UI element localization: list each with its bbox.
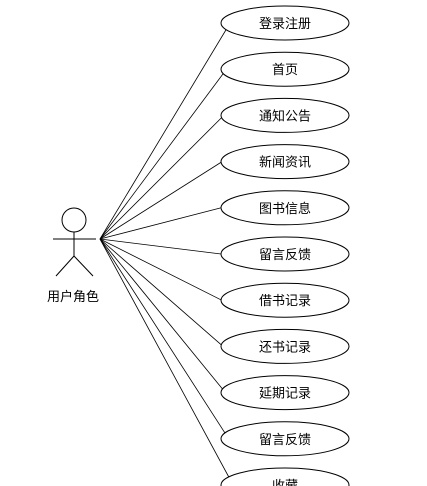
use-case-ellipse (220, 5, 350, 41)
use-case-ellipse (220, 190, 350, 226)
use-case-ellipse (220, 375, 350, 411)
use-case-label: 新闻资讯 (259, 155, 311, 171)
association-line (99, 161, 223, 240)
association-line (99, 115, 225, 240)
use-case: 借书记录 (220, 282, 350, 318)
association-line (99, 238, 222, 301)
use-case-label: 借书记录 (259, 294, 311, 309)
association-line (99, 238, 224, 347)
use-case: 还书记录 (220, 328, 350, 364)
actor-head (61, 207, 87, 233)
use-case-ellipse (220, 97, 350, 133)
use-case-label: 还书记录 (259, 340, 311, 355)
use-case-label: 留言反馈 (259, 433, 311, 448)
use-case: 图书信息 (220, 190, 350, 226)
use-cases: 登录注册首页通知公告新闻资讯图书信息留言反馈借书记录还书记录延期记录留言反馈收藏 (220, 5, 350, 486)
association-line (99, 22, 231, 240)
use-case: 留言反馈 (220, 236, 350, 272)
use-case-label: 首页 (272, 63, 298, 78)
use-case: 通知公告 (220, 97, 350, 133)
use-case-ellipse (220, 421, 350, 457)
use-case-ellipse (220, 282, 350, 318)
use-case-ellipse (220, 467, 350, 486)
use-case-label: 通知公告 (259, 108, 311, 124)
use-case-label: 收藏 (272, 479, 298, 486)
use-case: 新闻资讯 (220, 144, 350, 180)
association-line (99, 238, 226, 393)
associations (99, 22, 234, 486)
use-case-label: 登录注册 (259, 17, 311, 32)
use-case-ellipse (220, 51, 350, 87)
use-case-ellipse (220, 144, 350, 180)
actor-left-leg (55, 255, 75, 277)
actor: 用户角色 (47, 207, 99, 305)
use-case: 留言反馈 (220, 421, 350, 457)
use-case-ellipse (220, 328, 350, 364)
use-case-ellipse (220, 236, 350, 272)
use-case: 首页 (220, 51, 350, 87)
use-case: 登录注册 (220, 5, 350, 41)
association-line (99, 207, 222, 240)
association-line (99, 238, 234, 486)
use-case-label: 图书信息 (259, 201, 311, 217)
use-case: 延期记录 (220, 375, 350, 411)
association-line (99, 68, 227, 240)
actor-label: 用户角色 (47, 289, 99, 305)
association-line (99, 238, 222, 255)
association-line (99, 238, 230, 440)
actor-right-leg (73, 255, 94, 277)
use-case-label: 留言反馈 (259, 248, 311, 263)
use-case-label: 延期记录 (259, 387, 311, 402)
use-case: 收藏 (220, 467, 350, 486)
